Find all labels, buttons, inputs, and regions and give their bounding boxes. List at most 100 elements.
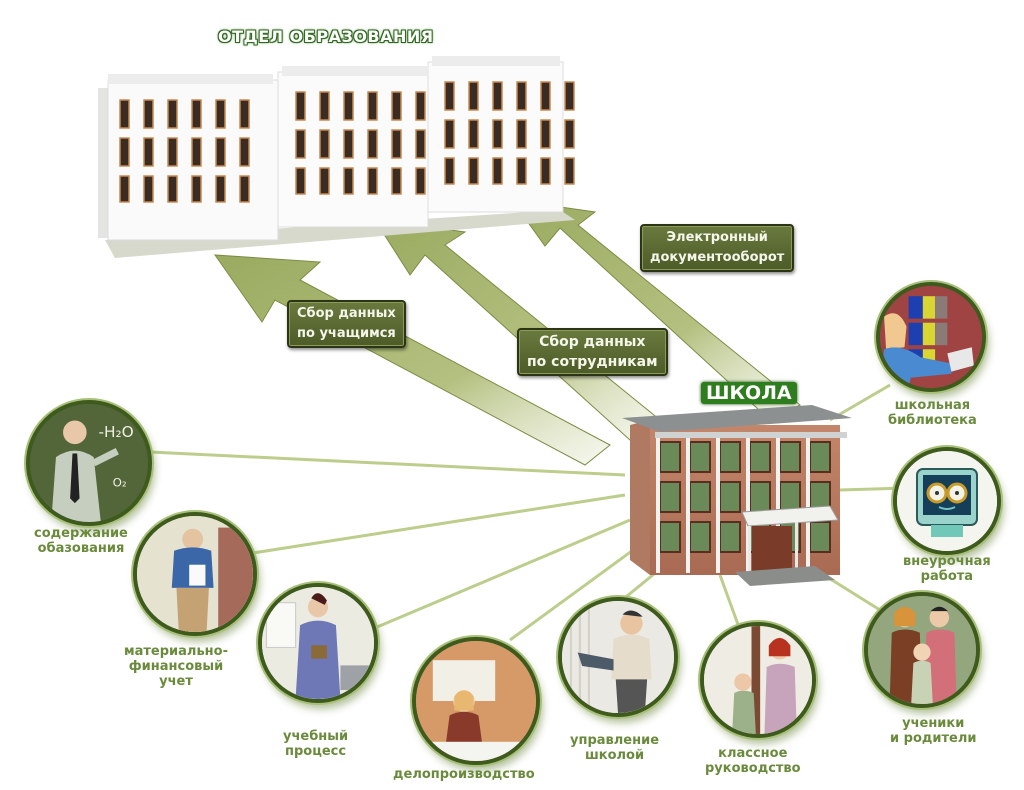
svg-text:-H₂O: -H₂O (98, 423, 133, 441)
teacher-with-pupil-icon (704, 626, 812, 734)
building-window (415, 91, 426, 121)
building-window (540, 81, 551, 111)
building-window (191, 175, 202, 203)
building-window (319, 129, 330, 159)
flow-label-students: Сбор данных по учащимся (287, 300, 406, 348)
node-label-finance: материально- финансовый учет (124, 644, 228, 689)
node-label-records: делопроизводство (393, 767, 535, 782)
node-label-line: и родители (890, 731, 977, 746)
svg-text:O₂: O₂ (113, 476, 127, 490)
school-window (689, 441, 711, 473)
node-classroom-circle[interactable] (700, 622, 816, 738)
node-label-learning: учебный процесс (283, 729, 348, 759)
building-window (444, 81, 455, 111)
node-management-circle[interactable] (558, 597, 678, 717)
department-buildings-illustration (98, 56, 575, 258)
building-window (391, 167, 402, 195)
building-window (492, 157, 503, 185)
school-window (689, 521, 711, 553)
school-pillar (686, 438, 690, 573)
school-pillar (746, 438, 750, 573)
building-window (295, 129, 306, 159)
building-window (119, 99, 130, 129)
building-window (143, 137, 154, 167)
node-finance-circle[interactable] (133, 512, 257, 636)
node-label-line: содержание (34, 526, 128, 541)
building-window (215, 175, 226, 203)
school-window (689, 481, 711, 513)
node-label-line: материально- (124, 644, 228, 659)
building-window (167, 175, 178, 203)
director-with-laptop-icon (562, 601, 674, 713)
building-window (319, 91, 330, 121)
computer-mascot-icon (897, 451, 997, 551)
node-label-line: классное (718, 746, 788, 761)
librarian-icon (880, 286, 982, 388)
node-records-circle[interactable] (412, 637, 540, 765)
building-window (343, 167, 354, 195)
school-pillar (656, 438, 660, 573)
node-label-classroom: классное руководство (705, 746, 801, 776)
building-window (143, 175, 154, 203)
connector-learning (369, 518, 631, 632)
school-building-illustration (622, 405, 852, 586)
building-window (343, 91, 354, 121)
node-label-line: школой (584, 748, 645, 763)
building-window (239, 137, 250, 167)
node-family-circle[interactable] (864, 592, 980, 708)
building-window (191, 137, 202, 167)
school-pillar (716, 438, 720, 573)
building-window (564, 157, 575, 185)
school-window (749, 441, 771, 473)
staff-with-papers-icon (137, 516, 253, 632)
teacher-at-blackboard-icon: -H₂O O₂ (30, 404, 148, 522)
connector-records (509, 543, 641, 642)
school-window (749, 481, 771, 513)
building-window (492, 81, 503, 111)
node-extracurricular-circle[interactable] (893, 447, 1001, 555)
building-window (564, 119, 575, 149)
flow-label-line: документооборот (650, 250, 785, 265)
node-label-extracurricular: внеурочная работа (903, 554, 991, 584)
school-title: ШКОЛА (701, 382, 797, 404)
school-pillar (806, 438, 810, 573)
node-label-line: управление (570, 733, 660, 748)
building-window (367, 167, 378, 195)
connector-classroom (718, 574, 742, 631)
node-content-circle[interactable]: -H₂O O₂ (26, 400, 152, 526)
node-label-line: внеурочная (903, 554, 991, 569)
node-learning-circle[interactable] (258, 583, 378, 703)
building-window (468, 157, 479, 185)
building-window (319, 167, 330, 195)
building-window (239, 175, 250, 203)
family-icon (868, 596, 976, 704)
flow-label-line: по сотрудникам (527, 354, 658, 370)
flow-label-staff: Сбор данных по сотрудникам (517, 328, 668, 376)
school-window (779, 441, 801, 473)
building-window (191, 99, 202, 129)
building-window (343, 129, 354, 159)
building-window (367, 129, 378, 159)
school-window (659, 521, 681, 553)
school-window (719, 521, 741, 553)
node-library-circle[interactable] (876, 282, 986, 392)
node-label-line: библиотека (888, 413, 977, 428)
building-window (119, 137, 130, 167)
building-window (215, 137, 226, 167)
node-label-line: учет (159, 674, 193, 689)
node-label-line: учебный (283, 729, 349, 744)
connector-lines (149, 383, 906, 642)
secretary-at-desk-icon (416, 641, 536, 761)
building-window (391, 129, 402, 159)
node-label-line: работа (920, 569, 974, 584)
building-window (167, 137, 178, 167)
school-pillar (776, 438, 780, 573)
department-title: ОТДЕЛ ОБРАЗОВАНИЯ (218, 27, 434, 46)
node-label-line: обазования (37, 541, 125, 556)
building-window (492, 119, 503, 149)
flow-label-line: по учащимся (297, 326, 396, 341)
building-window (391, 91, 402, 121)
building-window (143, 99, 154, 129)
node-label-line: ученики (902, 716, 965, 731)
